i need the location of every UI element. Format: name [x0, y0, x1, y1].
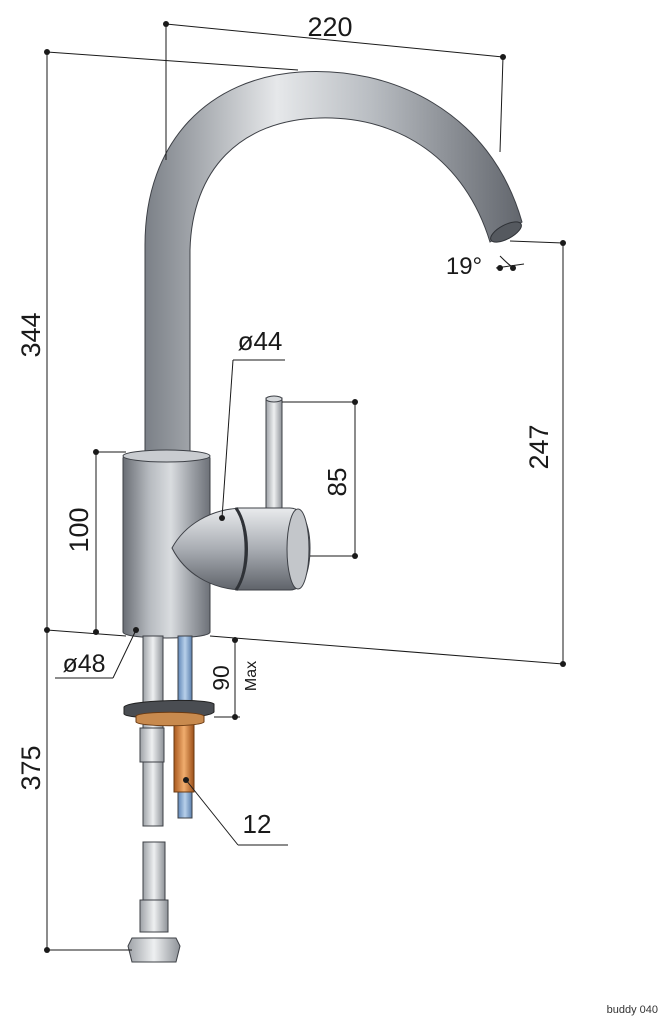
dim-thread-size: 12 — [243, 809, 272, 839]
model-code: buddy 040 — [606, 1004, 658, 1016]
hose-nut — [127, 937, 181, 963]
dim-mount-thickness: 90 — [208, 665, 234, 691]
dim-spout-angle: 19° — [446, 253, 482, 280]
lever-rod — [265, 397, 283, 515]
flex-hose-ferrule — [139, 899, 169, 933]
dim-spout-reach: 220 — [307, 12, 352, 42]
dimension-labels: 220 344 247 19° ø44 85 100 ø48 90 Max 37… — [16, 12, 554, 839]
handle-groove — [234, 507, 248, 591]
dim-hose-length: 375 — [16, 745, 46, 790]
dim-base-diameter: ø48 — [62, 650, 105, 678]
dim-total-height: 344 — [16, 312, 46, 357]
lever-rod-top — [265, 395, 283, 403]
dim-body-height: 100 — [64, 507, 94, 552]
dimension-lines — [44, 21, 566, 953]
spout — [144, 70, 523, 459]
dim-mount-qualifier: Max — [243, 661, 260, 691]
dim-lever-height: 85 — [322, 468, 352, 497]
dim-spout-height: 247 — [524, 424, 554, 469]
hose-fitting-upper — [139, 727, 165, 763]
mounting-washer — [135, 711, 205, 727]
dim-handle-diameter: ø44 — [238, 326, 283, 356]
faucet-illustration — [122, 70, 523, 963]
handle-cap — [286, 508, 310, 590]
spout-outlet — [490, 221, 522, 243]
body-top-rim — [122, 449, 211, 463]
